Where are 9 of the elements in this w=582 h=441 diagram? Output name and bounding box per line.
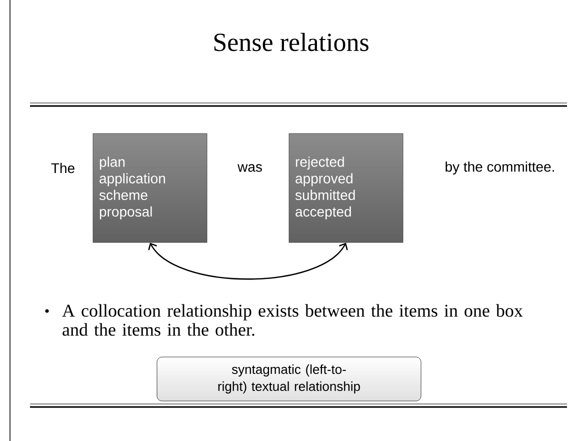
sentence-word: by the committee.: [446, 161, 554, 175]
curved-arrow: [148, 242, 348, 280]
title: Sense relations: [214, 32, 368, 52]
sentence-word: was: [238, 164, 262, 172]
word-box: rejected approved submitted accepted: [288, 133, 404, 243]
relationship-box: syntagmatic (left-to-right) textual relationship: [156, 356, 422, 402]
word-box: plan application scheme proposal: [92, 133, 208, 243]
bullet-text: A collocation relationship exists between the items in one box and the items in the other.: [62, 304, 523, 336]
sentence-word: The: [51, 162, 74, 174]
